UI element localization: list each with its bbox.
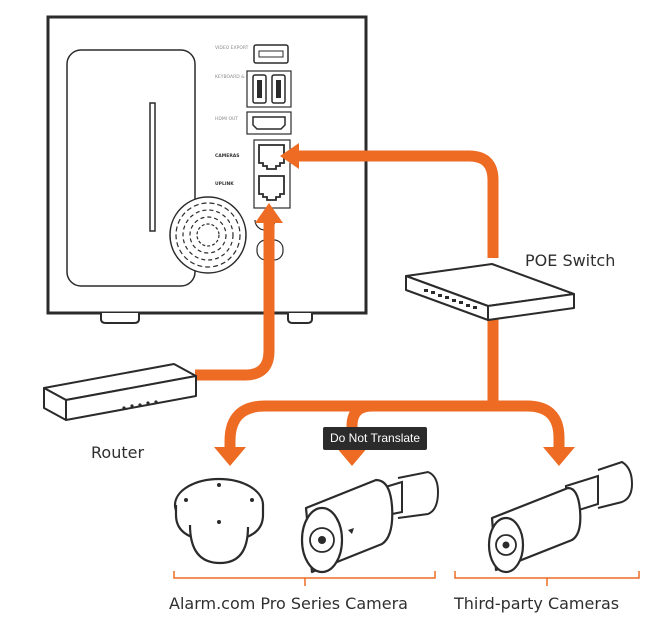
port-label-hdmi-out: HDMI OUT — [215, 116, 238, 122]
do-not-translate-tooltip: Do Not Translate — [323, 427, 428, 450]
pro-bullet-camera — [300, 470, 440, 574]
poe-switch-device — [405, 263, 575, 445]
video-recorder: VIDEO EXPORT KEYBOARD & MOUSE HDMI OUT C… — [46, 15, 368, 324]
cables — [195, 150, 565, 448]
router-label: Router — [91, 443, 145, 462]
third-party-bracket — [454, 571, 640, 586]
port-label-keyboard-mouse: KEYBOARD & MOUSE — [215, 74, 263, 80]
router-device — [43, 363, 197, 421]
third-party-cameras-label: Third-party Cameras — [454, 594, 620, 613]
poe-switch-label: POE Switch — [525, 251, 616, 270]
port-label-cameras: CAMERAS — [215, 153, 240, 159]
cable-arrowheads — [214, 143, 575, 466]
third-party-camera — [487, 460, 634, 574]
port-label-video-export: VIDEO EXPORT — [215, 45, 249, 51]
fan-icon — [169, 196, 247, 274]
port-label-uplink: UPLINK — [215, 181, 234, 187]
dome-camera — [173, 477, 265, 565]
pro-series-bracket — [173, 571, 436, 586]
pro-series-camera-label: Alarm.com Pro Series Camera — [169, 594, 408, 613]
